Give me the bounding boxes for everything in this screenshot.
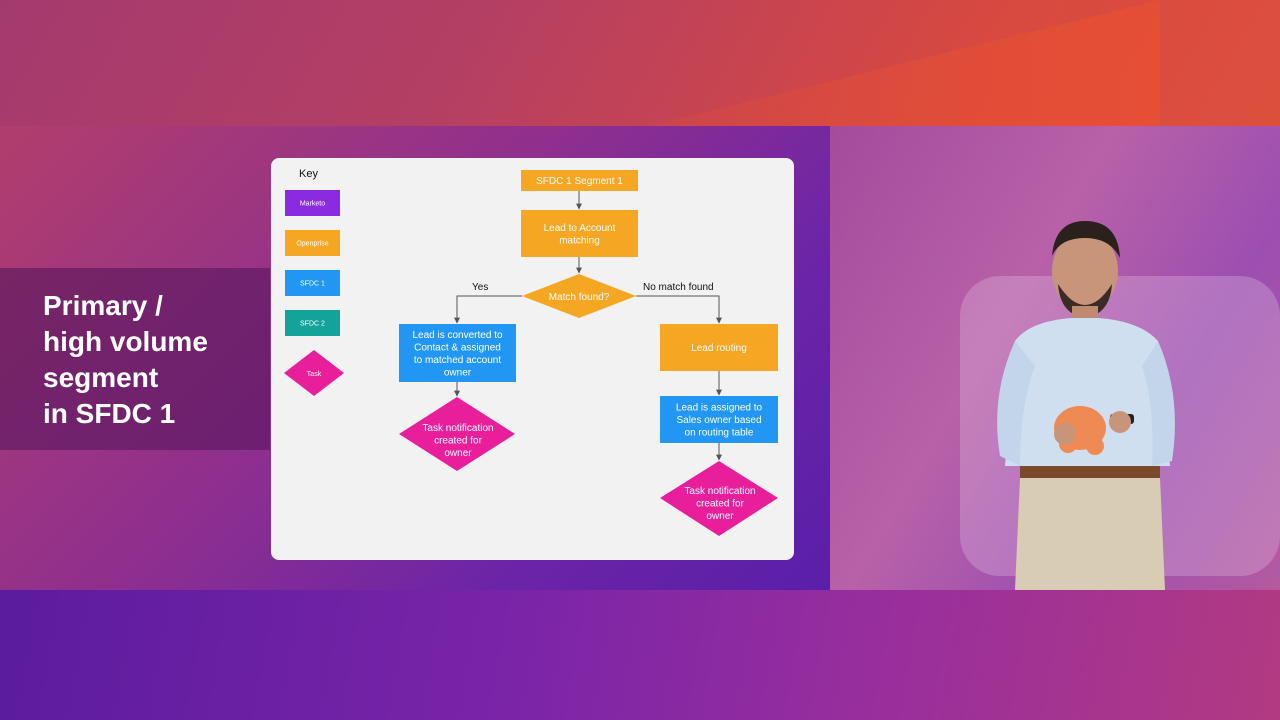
node-converted xyxy=(399,324,516,382)
connector-yes xyxy=(454,295,522,324)
speaker-figure xyxy=(997,221,1175,590)
key-sfdc1-label: SFDC 1 xyxy=(300,281,325,288)
background-lower-band xyxy=(0,590,1280,720)
background-shape xyxy=(648,0,1160,126)
key-title: Key xyxy=(299,168,318,180)
key-marketo-label: Marketo xyxy=(300,201,325,208)
slide-title: Primary / high volume segment in SFDC 1 xyxy=(43,290,208,429)
key-sfdc2-swatch xyxy=(285,310,340,336)
node-task-right xyxy=(660,461,778,536)
node-matching xyxy=(521,210,638,257)
yes-label: Yes xyxy=(472,282,488,293)
node-start-label: SFDC 1 Segment 1 xyxy=(536,176,623,187)
title-band xyxy=(0,268,270,450)
flowchart: Key Marketo Openprise SFDC 1 SFDC 2 Task… xyxy=(284,168,778,536)
node-start xyxy=(521,170,638,191)
key-sfdc1-swatch xyxy=(285,270,340,296)
node-decision xyxy=(522,274,636,318)
key-marketo-swatch xyxy=(285,190,340,216)
key-task-label: Task xyxy=(307,371,322,378)
node-lead-routing xyxy=(660,324,778,371)
slide-canvas: Key Marketo Openprise SFDC 1 SFDC 2 Task… xyxy=(271,158,794,560)
connector-no xyxy=(636,295,722,324)
key-openprise-swatch xyxy=(285,230,340,256)
no-match-label: No match found xyxy=(643,282,714,293)
node-lead-routing-label: Lead routing xyxy=(691,343,747,354)
node-task-left xyxy=(399,397,515,471)
key-task-swatch xyxy=(284,350,344,396)
speaker-video xyxy=(830,126,1280,590)
key-sfdc2-label: SFDC 2 xyxy=(300,321,325,328)
key-openprise-label: Openprise xyxy=(296,241,328,248)
node-decision-label: Match found? xyxy=(549,292,610,303)
node-assigned xyxy=(660,396,778,443)
